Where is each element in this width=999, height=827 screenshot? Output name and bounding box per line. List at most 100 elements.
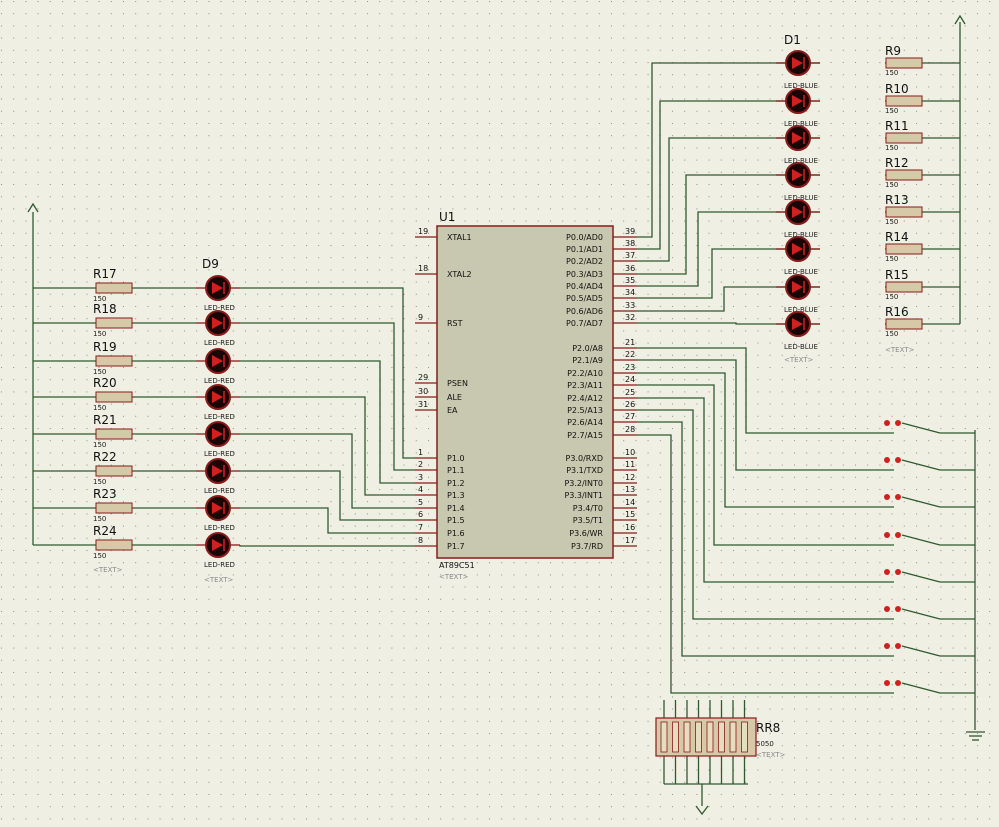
led-triangle (792, 243, 803, 255)
resistor-value: 150 (93, 368, 106, 376)
led-triangle (792, 281, 803, 293)
switch-contact (884, 494, 890, 500)
switch-contact (884, 457, 890, 463)
resistor-label: R9 (885, 44, 901, 58)
mcu-u1[interactable] (436, 225, 614, 559)
led-blue[interactable] (776, 162, 820, 188)
push-switch[interactable] (884, 680, 941, 694)
led-red[interactable] (196, 532, 240, 558)
led-red[interactable] (196, 384, 240, 410)
pin-number: 16 (625, 523, 635, 532)
resistor-label: R19 (93, 340, 117, 354)
pin-name: EA (447, 406, 458, 415)
led-part-label: LED-RED (204, 524, 235, 532)
pin-name: P0.0/AD0 (566, 233, 603, 242)
push-switch[interactable] (884, 457, 941, 471)
led-blue[interactable] (776, 125, 820, 151)
pin-name: P1.2 (447, 479, 465, 488)
push-switch[interactable] (884, 569, 941, 583)
switch-contact (895, 569, 901, 575)
pin-name: PSEN (447, 379, 468, 388)
resistor-label: R15 (885, 268, 909, 282)
led-red[interactable] (196, 348, 240, 374)
led-part-label: LED-BLUE (784, 194, 818, 202)
push-switch[interactable] (884, 532, 941, 546)
led-red[interactable] (196, 495, 240, 521)
switch-lever (901, 608, 941, 620)
resistor-r21[interactable] (95, 428, 133, 440)
led-part-label: LED-BLUE (784, 157, 818, 165)
pin-name: P2.1/A9 (572, 356, 603, 365)
switch-contact (884, 680, 890, 686)
resistor-value: 150 (93, 515, 106, 523)
resistor-r10[interactable] (885, 95, 923, 107)
p0-net-wire (637, 322, 777, 325)
pin-name: RST (447, 319, 463, 328)
p1-net-wire (240, 470, 415, 521)
resistor-r13[interactable] (885, 206, 923, 218)
push-switch[interactable] (884, 643, 941, 657)
switch-contact (895, 680, 901, 686)
led-triangle (212, 317, 223, 329)
led-triangle (792, 206, 803, 218)
p0-net-wire (637, 174, 777, 275)
resistor-r23[interactable] (95, 502, 133, 514)
led-part-label: LED-BLUE (784, 343, 818, 351)
push-switch[interactable] (884, 420, 941, 434)
resistor-r20[interactable] (95, 391, 133, 403)
pin-name: P2.6/A14 (567, 418, 603, 427)
resistor-r17[interactable] (95, 282, 133, 294)
resistor-r18[interactable] (95, 317, 133, 329)
pin-name: P1.0 (447, 454, 465, 463)
resistor-value: 150 (93, 552, 106, 560)
led-part-label: LED-RED (204, 487, 235, 495)
pin-number: 34 (625, 288, 635, 297)
led-blue[interactable] (776, 50, 820, 76)
led-blue[interactable] (776, 311, 820, 337)
pin-number: 8 (418, 536, 423, 545)
led-blue[interactable] (776, 199, 820, 225)
pin-number: 2 (418, 460, 423, 469)
led-blue[interactable] (776, 236, 820, 262)
led-triangle (212, 539, 223, 551)
pin-name: P1.4 (447, 504, 465, 513)
resistor-label: R23 (93, 487, 117, 501)
pin-name: P2.4/A12 (567, 394, 603, 403)
rpack-value: 5050 (756, 740, 774, 748)
resistor-r19[interactable] (95, 355, 133, 367)
resistor-r9[interactable] (885, 57, 923, 69)
pin-number: 29 (418, 373, 428, 382)
mcu-part-label: AT89C51 (439, 561, 475, 570)
pin-number: 4 (418, 485, 423, 494)
push-switch[interactable] (884, 606, 941, 620)
led-red[interactable] (196, 275, 240, 301)
resistor-r16[interactable] (885, 318, 923, 330)
resistor-r14[interactable] (885, 243, 923, 255)
pin-name: P1.6 (447, 529, 465, 538)
resistor-r11[interactable] (885, 132, 923, 144)
switch-contact (884, 606, 890, 612)
led-red[interactable] (196, 421, 240, 447)
resistor-r15[interactable] (885, 281, 923, 293)
pin-number: 22 (625, 350, 635, 359)
pin-number: 17 (625, 536, 635, 545)
mcu-text-placeholder: <TEXT> (439, 573, 469, 581)
pin-number: 19 (418, 227, 428, 236)
resistor-value: 150 (93, 404, 106, 412)
p0-net-wire (637, 248, 777, 299)
resistor-r12[interactable] (885, 169, 923, 181)
led-blue[interactable] (776, 274, 820, 300)
pin-number: 12 (625, 473, 635, 482)
push-switch[interactable] (884, 494, 941, 508)
led-part-label: LED-BLUE (784, 268, 818, 276)
resistor-r24[interactable] (95, 539, 133, 551)
pin-number: 11 (625, 460, 635, 469)
led-red[interactable] (196, 458, 240, 484)
pin-number: 26 (625, 400, 635, 409)
led-red[interactable] (196, 310, 240, 336)
rpack-rr8[interactable] (655, 717, 757, 757)
led-blue[interactable] (776, 88, 820, 114)
resistor-label: R24 (93, 524, 117, 538)
resistor-r22[interactable] (95, 465, 133, 477)
